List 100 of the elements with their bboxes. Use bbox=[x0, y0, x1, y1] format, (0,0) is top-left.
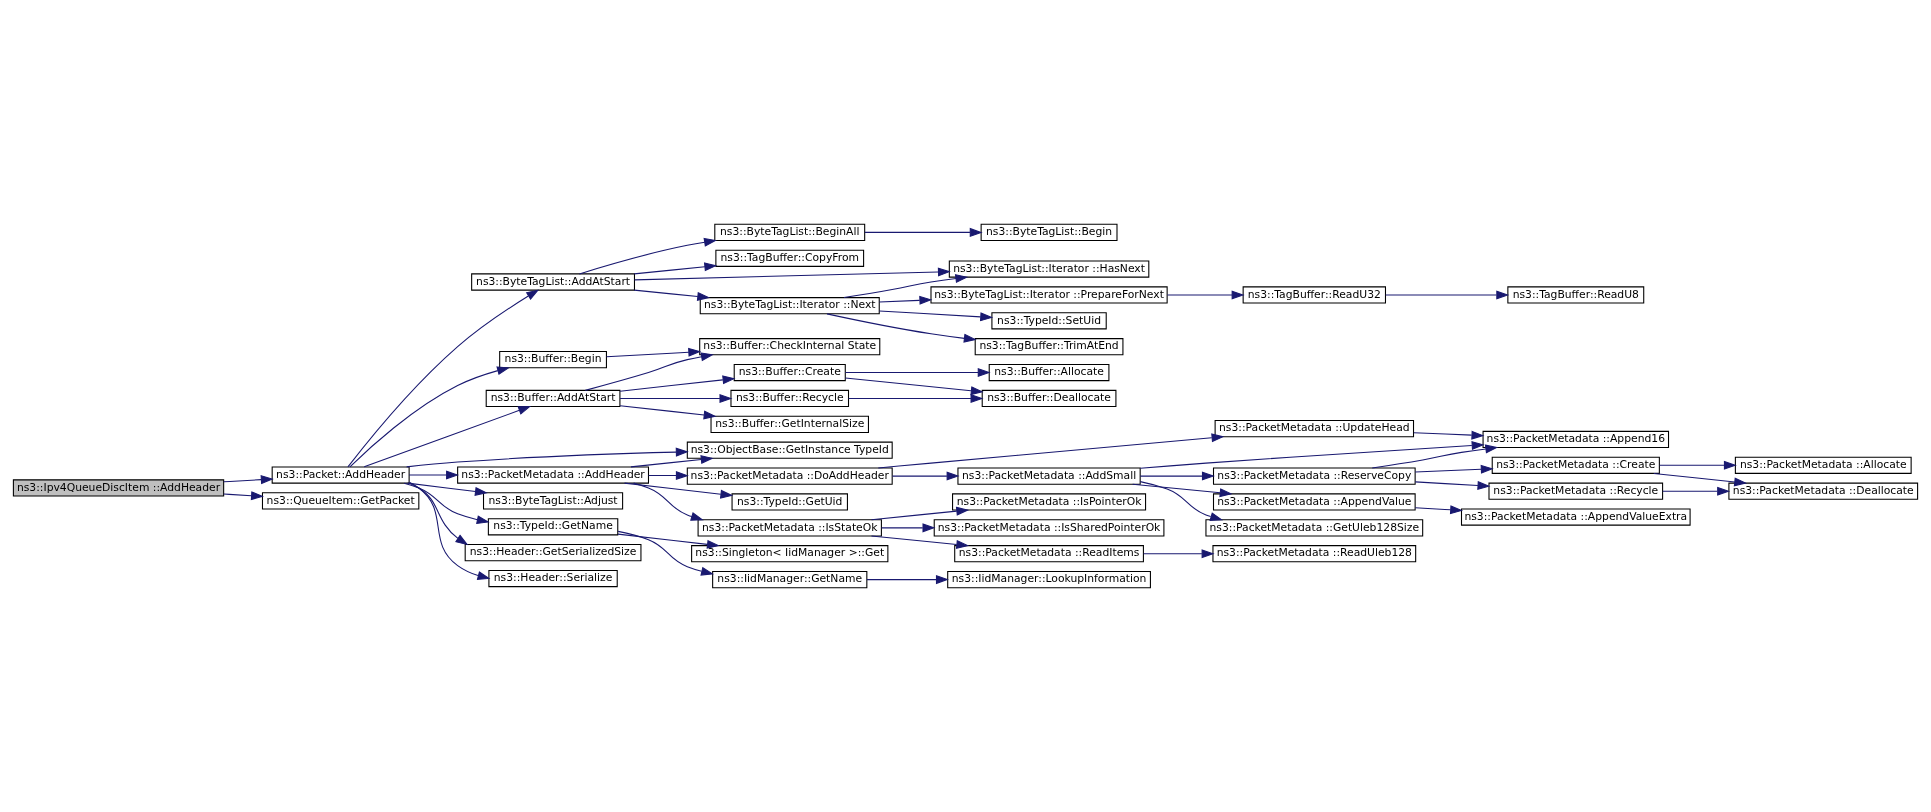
node-box: ns3::IidManager::LookupInformation bbox=[947, 570, 1151, 589]
node-box: ns3::PacketMetadata ::Allocate bbox=[1734, 456, 1912, 474]
arrow bbox=[406, 447, 689, 468]
arrow bbox=[617, 530, 714, 576]
arrow bbox=[630, 455, 714, 468]
arrow bbox=[843, 274, 969, 299]
node-box: ns3::TagBuffer::ReadU8 bbox=[1507, 286, 1645, 304]
node-box: ns3::TagBuffer::TrimAtEnd bbox=[974, 338, 1124, 356]
node-box: ns3::ByteTagList::Adjust bbox=[482, 492, 624, 510]
node-box: ns3::Header::GetSerializedSize bbox=[464, 544, 642, 562]
node-box: ns3::PacketMetadata ::AddSmall bbox=[957, 467, 1141, 485]
arrow bbox=[844, 377, 984, 396]
arrow bbox=[634, 267, 951, 281]
node-box: ns3::TypeId::GetName bbox=[487, 518, 619, 536]
node-box: ns3::Buffer::Create bbox=[733, 363, 846, 382]
arrow bbox=[349, 366, 510, 468]
node-box: ns3::Packet::AddHeader bbox=[271, 466, 410, 484]
arrow bbox=[1132, 483, 1233, 498]
node-box: ns3::ObjectBase::GetInstance TypeId bbox=[686, 441, 893, 459]
arrow bbox=[619, 393, 733, 403]
node-box: ns3::PacketMetadata ::Recycle bbox=[1488, 482, 1664, 500]
arrow bbox=[347, 289, 540, 468]
node-box: ns3::ByteTagList::Iterator ::PrepareForNext bbox=[930, 286, 1168, 304]
node-box: ns3::IidManager::GetName bbox=[712, 570, 868, 589]
node-box: ns3::ByteTagList::Iterator ::Next bbox=[699, 297, 880, 315]
arrow bbox=[1371, 444, 1499, 469]
arrow bbox=[1385, 290, 1510, 300]
node-box: ns3::Buffer::CheckInternal State bbox=[699, 338, 881, 356]
node-box: ns3::Buffer::GetInternalSize bbox=[710, 415, 869, 433]
node-box: ns3::PacketMetadata ::Deallocate bbox=[1728, 482, 1919, 500]
arrow bbox=[363, 406, 532, 468]
arrow bbox=[619, 375, 736, 392]
arrow bbox=[880, 523, 936, 533]
node-box: ns3::ByteTagList::Iterator ::HasNext bbox=[948, 260, 1150, 278]
arrow bbox=[633, 482, 704, 521]
node-box: ns3::PacketMetadata ::UpdateHead bbox=[1214, 420, 1415, 438]
arrow bbox=[1653, 472, 1748, 487]
arrow bbox=[878, 295, 933, 305]
arrow bbox=[619, 405, 717, 420]
arrow bbox=[870, 506, 970, 521]
arrow bbox=[878, 310, 994, 322]
node-box: ns3::Buffer::Deallocate bbox=[981, 389, 1117, 408]
arrow bbox=[891, 471, 960, 481]
arrow bbox=[584, 352, 714, 391]
arrow bbox=[864, 227, 983, 237]
arrow bbox=[648, 471, 689, 481]
node-box: ns3::ByteTagList::AddAtStart bbox=[471, 273, 635, 291]
node-box: ns3::Buffer::Allocate bbox=[988, 363, 1110, 382]
arrow bbox=[870, 535, 970, 549]
arrow bbox=[1659, 460, 1737, 470]
arrow bbox=[633, 289, 711, 301]
arrow bbox=[1414, 505, 1464, 515]
arrow bbox=[1139, 441, 1485, 469]
arrow bbox=[408, 481, 491, 580]
node-box: ns3::Singleton< IidManager >::Get bbox=[691, 545, 889, 563]
arrow bbox=[408, 482, 469, 546]
arrow bbox=[633, 262, 718, 275]
node-box: ns3::PacketMetadata ::GetUleb128Size bbox=[1205, 519, 1424, 537]
node-box: ns3::TagBuffer::CopyFrom bbox=[715, 249, 865, 267]
arrow bbox=[1414, 464, 1494, 474]
arrow bbox=[403, 482, 490, 525]
arrow bbox=[407, 482, 488, 496]
node-box: ns3::TypeId::SetUid bbox=[991, 312, 1107, 330]
arrow bbox=[1166, 290, 1245, 300]
arrow bbox=[1662, 486, 1731, 496]
arrow bbox=[1139, 481, 1224, 521]
node-box: ns3::Ipv4QueueDiscItem ::AddHeader bbox=[12, 479, 225, 497]
arrow bbox=[578, 237, 717, 275]
arrow bbox=[617, 533, 720, 549]
node-box: ns3::PacketMetadata ::DoAddHeader bbox=[686, 467, 893, 485]
arrow bbox=[223, 475, 274, 485]
arrow bbox=[844, 368, 991, 378]
arrow bbox=[623, 482, 734, 499]
arrow bbox=[1139, 471, 1215, 481]
node-box: ns3::Buffer::Begin bbox=[499, 351, 607, 369]
arrow bbox=[826, 313, 977, 343]
arrow bbox=[1143, 549, 1215, 559]
node-box: ns3::PacketMetadata ::IsStateOk bbox=[697, 519, 882, 537]
node-box: ns3::PacketMetadata ::ReserveCopy bbox=[1212, 467, 1416, 485]
node-box: ns3::Buffer::Recycle bbox=[730, 389, 850, 408]
node-box: ns3::PacketMetadata ::Create bbox=[1491, 456, 1660, 474]
arrow bbox=[605, 347, 702, 358]
node-box: ns3::PacketMetadata ::AddHeader bbox=[457, 466, 650, 484]
node-box: ns3::PacketMetadata ::IsPointerOk bbox=[952, 493, 1147, 511]
arrow bbox=[877, 433, 1225, 469]
node-box: ns3::TagBuffer::ReadU32 bbox=[1242, 286, 1386, 304]
arrow bbox=[408, 470, 460, 480]
node-box: ns3::ByteTagList::BeginAll bbox=[714, 223, 866, 242]
arrow bbox=[223, 491, 264, 501]
node-box: ns3::QueueItem::GetPacket bbox=[261, 492, 420, 510]
node-box: ns3::TypeId::GetUid bbox=[731, 493, 848, 511]
node-box: ns3::PacketMetadata ::IsSharedPointerOk bbox=[933, 519, 1165, 537]
arrow bbox=[1413, 430, 1485, 440]
node-box: ns3::Header::Serialize bbox=[488, 569, 618, 588]
node-box: ns3::PacketMetadata ::AppendValueExtra bbox=[1460, 508, 1691, 526]
arrow bbox=[1414, 481, 1491, 491]
node-box: ns3::PacketMetadata ::AppendValue bbox=[1212, 493, 1416, 511]
arrow bbox=[848, 393, 984, 403]
arrow bbox=[866, 575, 949, 585]
node-box: ns3::ByteTagList::Begin bbox=[980, 223, 1118, 242]
